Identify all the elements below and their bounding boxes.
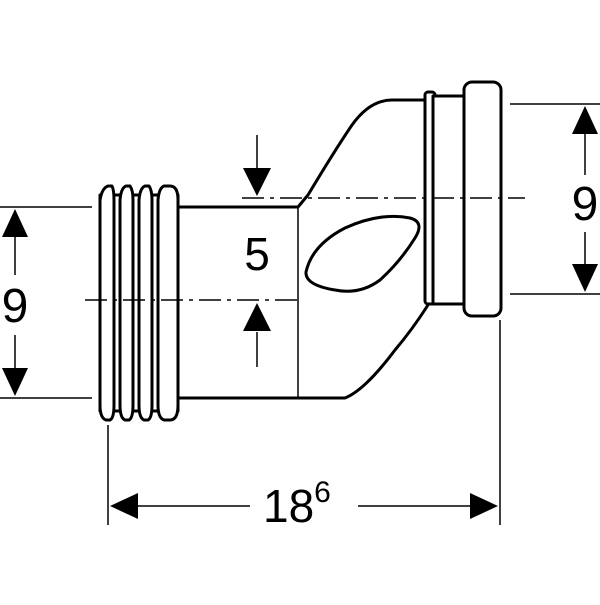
arrow-left-icon [110,493,138,519]
dim-length: 186 [110,476,498,532]
left-ribbed-spigot [98,184,180,422]
center-lines [85,197,525,301]
arrow-down-icon [572,264,598,292]
arrow-up-icon [572,106,598,134]
arrow-down-icon [2,368,28,396]
dim-left-height-label: 9 [2,280,29,333]
dim-left-height: 9 [2,209,29,396]
arrow-right-icon [470,493,498,519]
dim-right-height: 9 [572,106,599,292]
dim-length-label: 186 [263,476,331,532]
dim-right-height-label: 9 [572,178,599,231]
rib-2 [118,184,135,422]
dim-length-main: 18 [263,480,314,532]
arrow-up-icon [243,303,271,331]
dim-offset-label: 5 [244,228,270,280]
rib-1 [98,184,116,422]
socket-sleeve [431,94,469,306]
extension-lines [0,103,600,525]
side-opening-oval [304,214,421,293]
dim-offset: 5 [243,135,271,367]
arrow-up-icon [2,209,28,237]
pipe-body [176,98,430,400]
pipe-bend-outline [176,98,430,400]
arrow-down-icon [243,168,271,196]
socket-collar [462,80,503,318]
rib-4 [156,184,180,422]
dim-length-superscript: 6 [314,476,331,509]
rib-3 [137,184,154,422]
right-socket [423,80,503,318]
